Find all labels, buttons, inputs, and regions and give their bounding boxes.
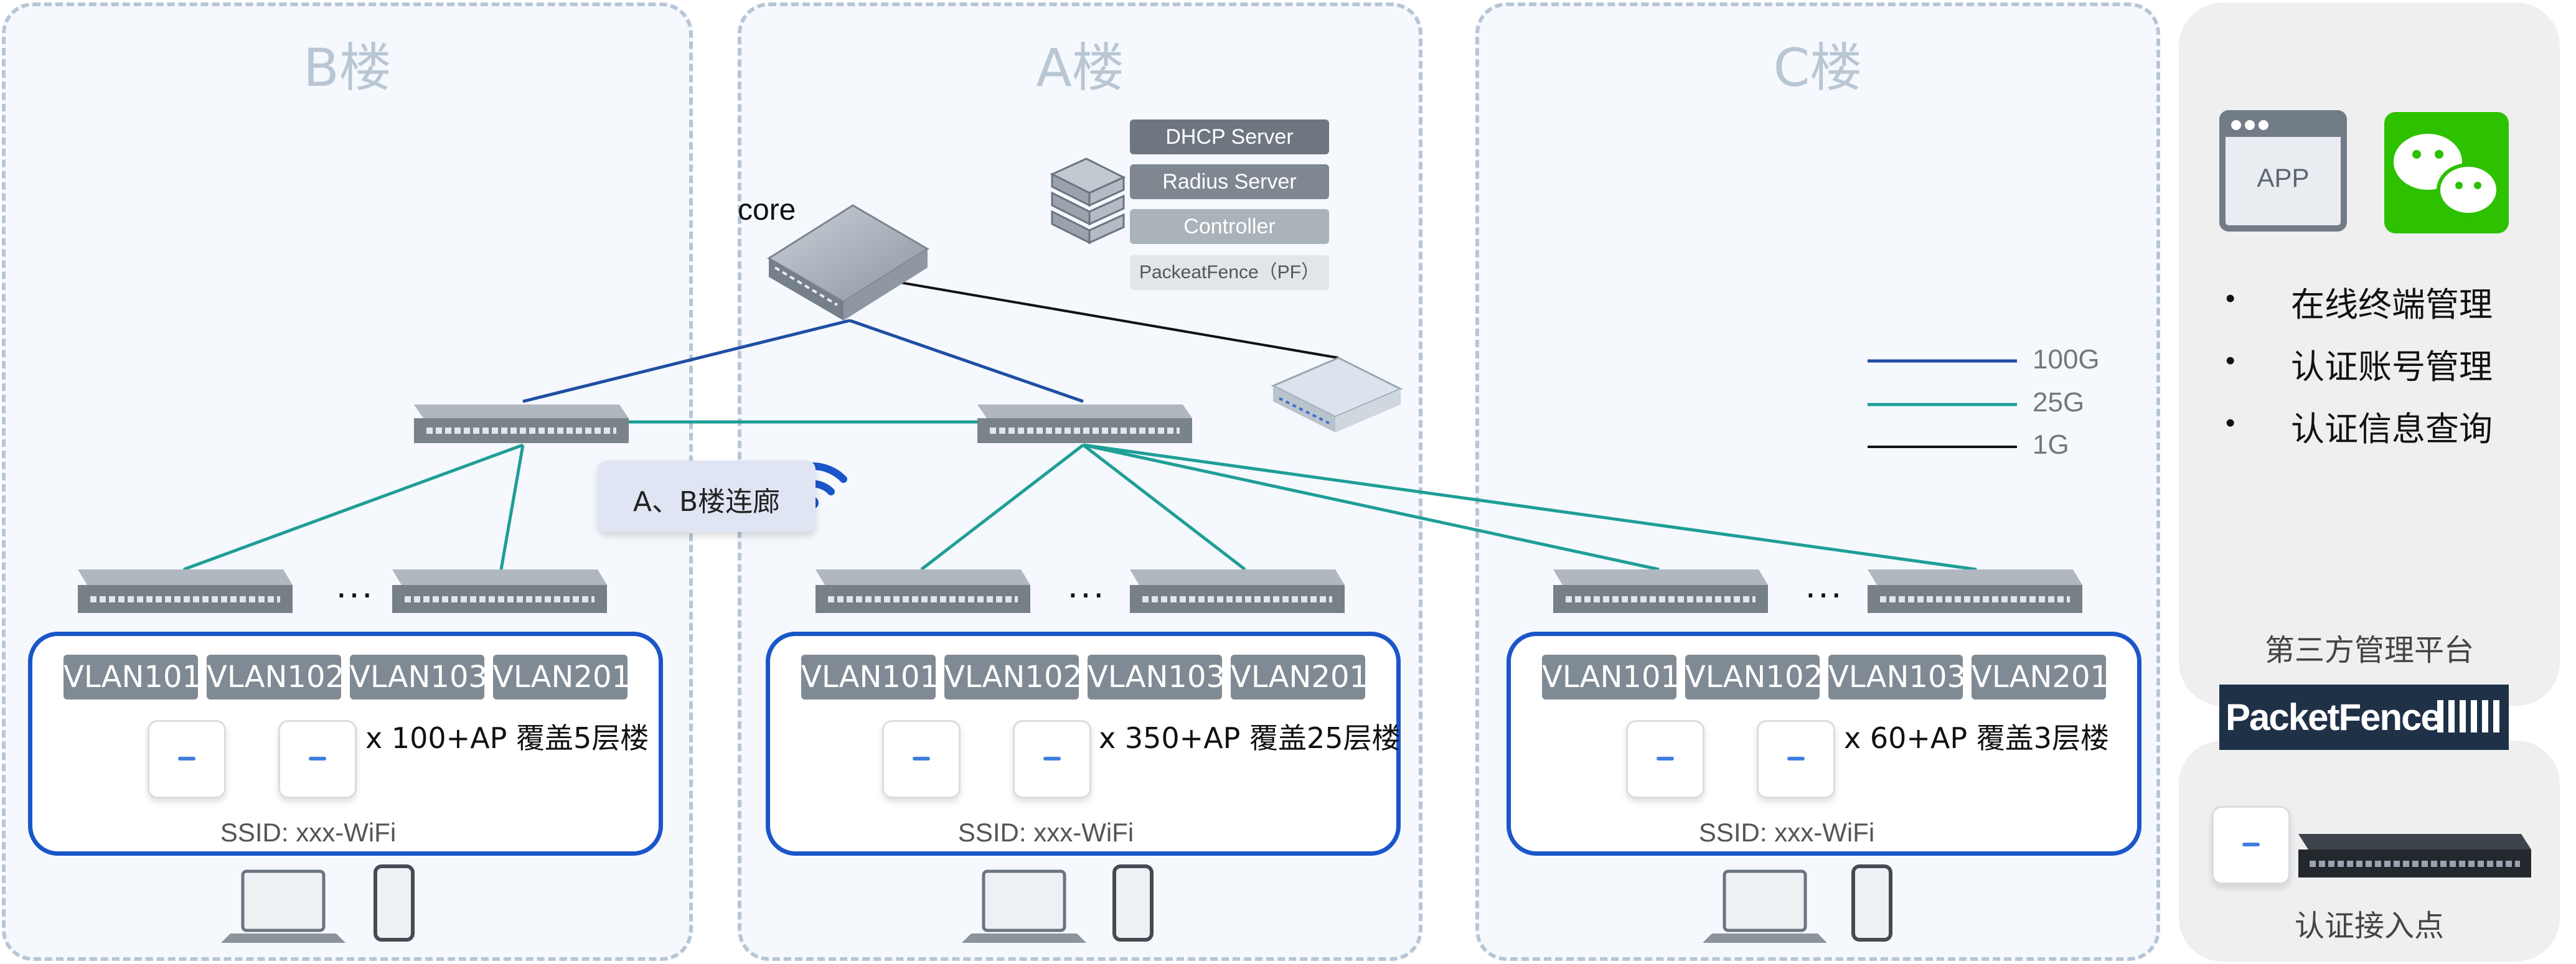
server-stack-icon [1050,157,1126,245]
link-25g [499,444,525,570]
vlan-tag: VLAN102 [944,655,1082,700]
vlan-box-c: VLAN101 VLAN102 VLAN103 VLAN201 x 60+AP … [1507,632,2141,856]
legend-label-1g: 1G [2033,429,2069,460]
feature-item: 认证信息查询 [2291,409,2493,449]
feature-bullet: • [2226,345,2235,376]
access-switch-icon [1868,569,2082,613]
phone-icon [1851,864,1892,942]
vlan-tag: VLAN102 [207,655,344,700]
platform-title: 第三方管理平台 [2264,633,2474,668]
packetfence-fence-icon [2437,700,2503,732]
ap-count: x 100+AP 覆盖5层楼 [365,721,649,755]
vlan-tag: VLAN103 [350,655,487,700]
access-switch-icon [1553,569,1768,613]
ssid-label: SSID: xxx-WiFi [957,818,1134,847]
radius-server-label: Radius Server [1130,164,1329,199]
access-switch-icon [816,569,1030,613]
building-title: A楼 [1036,37,1124,98]
link-100g [522,319,850,403]
vlan-tag: VLAN201 [1231,655,1368,700]
vlan-tag: VLAN103 [1088,655,1225,700]
laptop-icon [1703,869,1827,943]
access-point-icon [278,720,357,798]
building-title: C楼 [1773,37,1863,98]
wechat-icon [2384,112,2509,233]
core-switch-icon [767,204,929,321]
more-switches-dots: ... [336,564,375,606]
vlan-tag: VLAN101 [801,655,939,700]
ssid-label: SSID: xxx-WiFi [220,818,397,847]
vlan-tag: VLAN201 [1972,655,2109,700]
access-switch-icon [392,569,607,613]
vlan-tag: VLAN102 [1685,655,1823,700]
feature-bullet: • [2226,408,2235,438]
building-title: B楼 [303,37,392,98]
dhcp-server-label: DHCP Server [1130,119,1329,154]
access-switch-icon [78,569,293,613]
link-25g [183,443,524,571]
more-switches-dots: ... [1805,564,1845,606]
access-point-icon [882,720,961,798]
vlan-tag: VLAN101 [63,655,201,700]
auth-switch-icon [2298,834,2531,877]
ssid-label: SSID: xxx-WiFi [1698,818,1875,847]
appliance-icon [1271,357,1403,433]
aggregation-switch-b-icon [414,405,629,443]
access-point-icon [1626,720,1704,798]
packetfence-server-label: PackeatFence（PF） [1130,255,1329,290]
ap-count: x 350+AP 覆盖25层楼 [1099,721,1401,755]
legend-label-25g: 25G [2033,387,2085,418]
vlan-tag: VLAN101 [1542,655,1680,700]
vlan-tag: VLAN201 [493,655,631,700]
feature-bullet: • [2226,283,2235,314]
legend-label-100g: 100G [2033,344,2100,375]
app-label: APP [2257,163,2310,192]
access-point-icon [148,720,226,798]
access-point-icon [1757,720,1835,798]
feature-item: 认证账号管理 [2291,347,2493,386]
phone-icon [1112,864,1154,942]
access-point-icon [1013,720,1091,798]
link-25g [1082,444,1246,571]
vlan-box-b: VLAN101 VLAN102 VLAN103 VLAN201 x 100+AP… [28,632,663,856]
app-window-icon [2219,110,2347,232]
auth-access-point-icon [2212,806,2290,884]
corridor-label: A、B楼连廊 [598,461,816,532]
core-label: core [738,194,796,227]
link-1g [849,273,1339,359]
laptop-icon [962,869,1086,943]
vlan-tag: VLAN103 [1828,655,1966,700]
access-switch-icon [1130,569,1345,613]
link-25g [1083,443,1660,571]
feature-item: 在线终端管理 [2291,285,2493,324]
link-25g [920,444,1084,571]
ap-count: x 60+AP 覆盖3层楼 [1844,721,2110,755]
packetfence-logo-text: PacketFence [2226,696,2442,738]
controller-label: Controller [1130,209,1329,244]
aggregation-switch-a-icon [977,405,1192,443]
more-switches-dots: ... [1068,564,1107,606]
link-25g [1083,443,1977,571]
access-panel-title: 认证接入点 [2294,909,2444,943]
corridor-label-text: A、B楼连廊 [632,486,781,518]
laptop-icon [221,869,346,943]
link-100g [849,319,1084,403]
phone-icon [374,864,415,942]
vlan-box-a: VLAN101 VLAN102 VLAN103 VLAN201 x 350+AP… [766,632,1401,856]
